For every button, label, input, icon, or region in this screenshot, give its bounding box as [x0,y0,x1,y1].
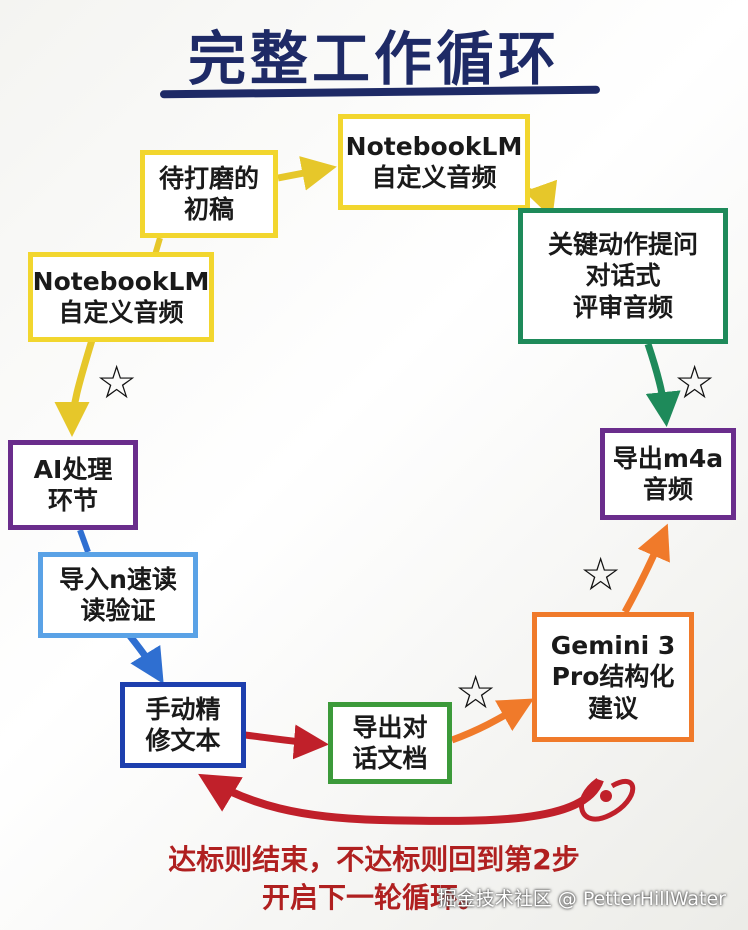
node-review-audio: 关键动作提问 对话式 评审音频 [518,208,728,344]
arrow-import-to-manual [127,633,164,684]
node-manual-edit-line-1: 手动精 [145,694,221,724]
arrow-gemini-to-export-m4a [621,523,670,614]
arrow-draft-to-audio [277,156,337,191]
node-manual-edit: 手动精 修文本 [120,682,246,768]
node-notebooklm-audio-top-line-1: NotebookLM [345,131,523,161]
node-import-speed-read: 导入n速读 读验证 [38,552,198,638]
node-ai-processing-line-2: 环节 [47,486,98,515]
star-icon: ☆ [96,355,137,409]
node-notebooklm-audio-left-line-1: NotebookLM [32,266,210,296]
arrow-manual-to-export-doc [244,724,329,760]
node-draft-line-2: 初稿 [183,195,234,224]
node-gemini-suggestions-line-3: 建议 [587,693,638,723]
loop-condition-line-1: 达标则结束，不达标则回到第2步 [168,843,580,876]
star-icon: ☆ [455,665,496,719]
arrow-review-to-export-m4a [644,342,681,427]
arrow-left-audio-to-ai [54,338,96,437]
node-draft: 待打磨的 初稿 [140,150,278,238]
node-draft-line-1: 待打磨的 [158,163,259,193]
node-gemini-suggestions-line-2: Pro结构化 [551,662,675,692]
star-icon: ☆ [580,547,621,601]
node-export-dialog-doc-line-1: 导出对 [352,712,428,742]
node-export-m4a-line-2: 音频 [642,475,693,504]
node-review-audio-line-2: 对话式 [585,261,661,291]
watermark: 掘金技术社区 @ PetterHillWater [437,888,726,910]
node-import-speed-read-line-2: 读验证 [80,596,156,625]
loop-curl [579,777,636,822]
node-notebooklm-audio-top: NotebookLM 自定义音频 [338,114,530,210]
node-export-m4a-line-1: 导出m4a [612,443,724,473]
node-notebooklm-audio-top-line-2: 自定义音频 [371,163,497,192]
node-notebooklm-audio-left-line-2: 自定义音频 [58,298,184,327]
node-review-audio-line-1: 关键动作提问 [547,230,698,260]
node-review-audio-line-3: 评审音频 [572,292,673,322]
arrow-ai-to-import [77,528,91,554]
node-gemini-suggestions-line-1: Gemini 3 [550,631,676,661]
node-notebooklm-audio-left: NotebookLM 自定义音频 [28,252,214,342]
node-export-dialog-doc-line-2: 话文档 [352,744,428,773]
node-export-m4a: 导出m4a 音频 [600,428,736,520]
diagram-title: 完整工作循环 [187,25,560,93]
loop-condition-line-2: 开启下一轮循环。 [261,881,486,914]
node-export-dialog-doc: 导出对 话文档 [328,702,452,784]
star-icon: ☆ [674,355,715,409]
loop-back-arrow [198,773,604,825]
node-ai-processing-line-1: AI处理 [33,454,113,484]
node-ai-processing: AI处理 环节 [8,440,138,530]
node-manual-edit-line-2: 修文本 [145,726,221,755]
node-import-speed-read-line-1: 导入n速读 [59,564,177,594]
arrow-export-doc-to-gemini [450,698,535,744]
node-gemini-suggestions: Gemini 3 Pro结构化 建议 [532,612,694,742]
